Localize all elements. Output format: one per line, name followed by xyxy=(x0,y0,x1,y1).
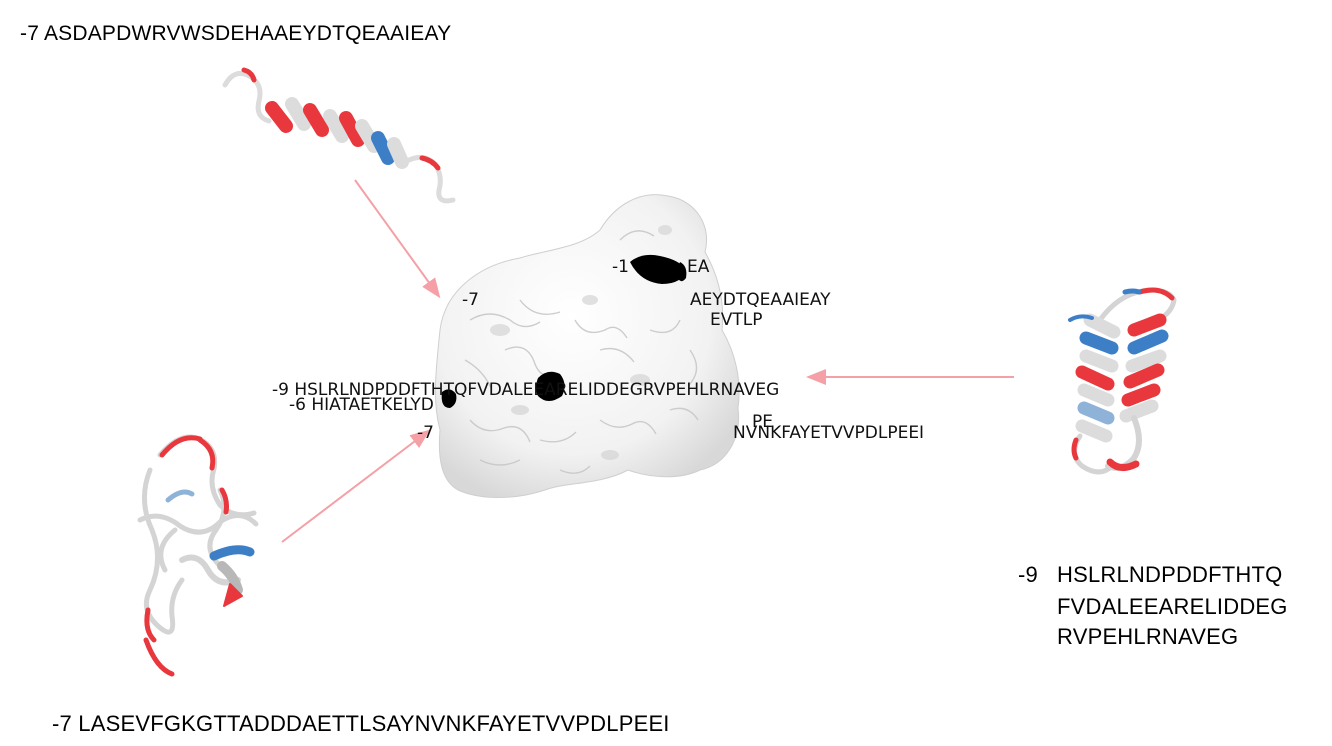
peptide-ribbon-right xyxy=(1068,287,1177,475)
surface-label-3: -7 xyxy=(462,290,479,310)
surface-label-9: PE xyxy=(752,412,773,432)
peptide-caption-right-score: -9 xyxy=(1018,562,1038,587)
binding-arrows xyxy=(281,179,1014,543)
surface-label-6: -9 HSLRLNDPDDFTHTQFVDALEEARELIDDEGRVPEHL… xyxy=(272,380,780,400)
protein-surface xyxy=(434,194,740,498)
peptide-caption-top-left: -7 ASDAPDWRVWSDEHAAEYDTQEAAIEAY xyxy=(20,22,452,45)
peptide-caption-right-line-1: HSLRLNDPDDFTHTQ xyxy=(1057,562,1283,587)
binding-sites xyxy=(441,254,687,408)
peptide-ribbon-bottom-left xyxy=(137,434,259,677)
surface-label-5: EVTLP xyxy=(710,310,763,330)
surface-label-4: AEYDTQEAAIEAY xyxy=(690,290,831,310)
peptide-caption-right-line-2: FVDALEEARELIDDEG xyxy=(1057,594,1288,619)
peptide-caption-bottom-left: -7 LASEVFGKGTTADDDAETTLSAYNVNKFAYETVVPDL… xyxy=(52,711,670,736)
surface-label-10: NVNKFAYETVVPDLPEEI xyxy=(733,423,925,443)
surface-label-7: -6 HIATAETKELYD xyxy=(289,395,434,415)
peptide-caption-right-line-3: RVPEHLRNAVEG xyxy=(1057,624,1239,649)
surface-label-8: -7 xyxy=(417,423,434,443)
peptide-ribbon-top-left xyxy=(222,67,456,204)
surface-label-2: EA xyxy=(687,257,710,277)
surface-label-1: -1 xyxy=(612,257,629,277)
